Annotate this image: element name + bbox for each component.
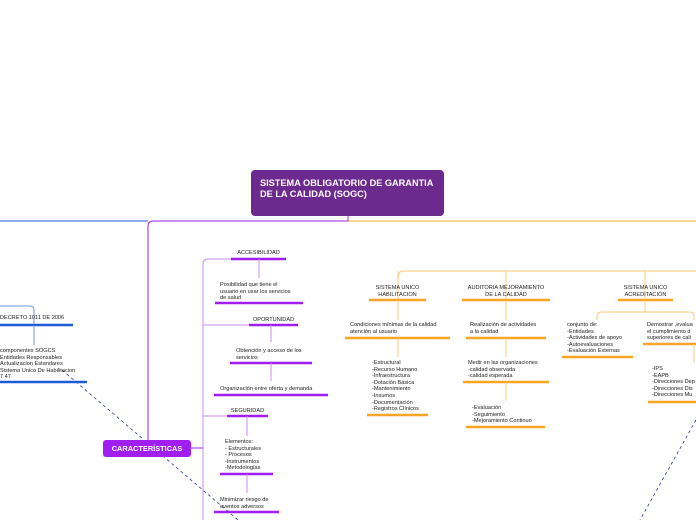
seguridad-node[interactable]: SEGURIDAD [230,408,265,414]
accesibilidad-desc-node[interactable]: Posibilidad que tiene el usuario en usar… [220,282,291,302]
habilitacion-list-node[interactable]: -Estructural -Recurso Humano -Infraestru… [372,360,419,413]
organizacion-node[interactable]: Organización entre oferta y demanda [220,386,313,392]
componentes-node[interactable]: componentes SOGCS Entidades Responsables… [0,348,76,381]
conjunto-entidades-node[interactable]: conjunto de: -Entidades -Actividades de … [567,322,623,355]
connector-root-to-characteristics [147,216,349,440]
connector-characteristics-spine [202,258,231,520]
demostrar-cumplimiento-node[interactable]: Demostrar ,evalua el cumplimiento d supe… [647,322,693,342]
dashed-relation-right [639,419,696,520]
medir-organizaciones-node[interactable]: Medir en las organizaciones -calidad obs… [468,360,538,380]
seguridad-elementos-node[interactable]: Elementos: - Estructurales - Procesos -I… [225,439,262,472]
auditoria-node[interactable]: AUDITORIA MEJORAMIENTO DE LA CALIDAD [467,285,545,298]
condiciones-minimas-node[interactable]: Condiciones mínimas de la calidad atenci… [350,322,437,335]
characteristics-node[interactable]: CARACTERÍSTICAS [103,440,191,457]
habilitacion-node[interactable]: SISTEMA UNICO HABILITACION [375,285,420,298]
connector-orange-branches [397,270,696,281]
acreditacion-node[interactable]: SISTEMA UNICO ACREDITACIÓN [623,285,668,298]
evaluacion-seguimiento-node[interactable]: -Evaluación -Seguimiento -Mejoramiento C… [472,405,532,425]
oportunidad-desc-node[interactable]: Obtención y acceso de los servicios [236,348,302,361]
realizacion-actividades-node[interactable]: Realización de actividades a la calidad [470,322,537,335]
accesibilidad-node[interactable]: ACCESIBILIDAD [237,250,280,256]
minimizar-riesgo-node[interactable]: Minimizar riesgo de eventos adversos [220,497,269,510]
decreto-node[interactable]: DECRETO 1011 DE 2006 [0,315,65,321]
entidades-acreditacion-node[interactable]: -IPS -EAPB -Direcciones Dep -Direcciones… [652,366,695,399]
root-node[interactable]: SISTEMA OBLIGATORIO DE GARANTIA DE LA CA… [251,170,444,216]
oportunidad-node[interactable]: OPORTUNIDAD [252,317,295,323]
